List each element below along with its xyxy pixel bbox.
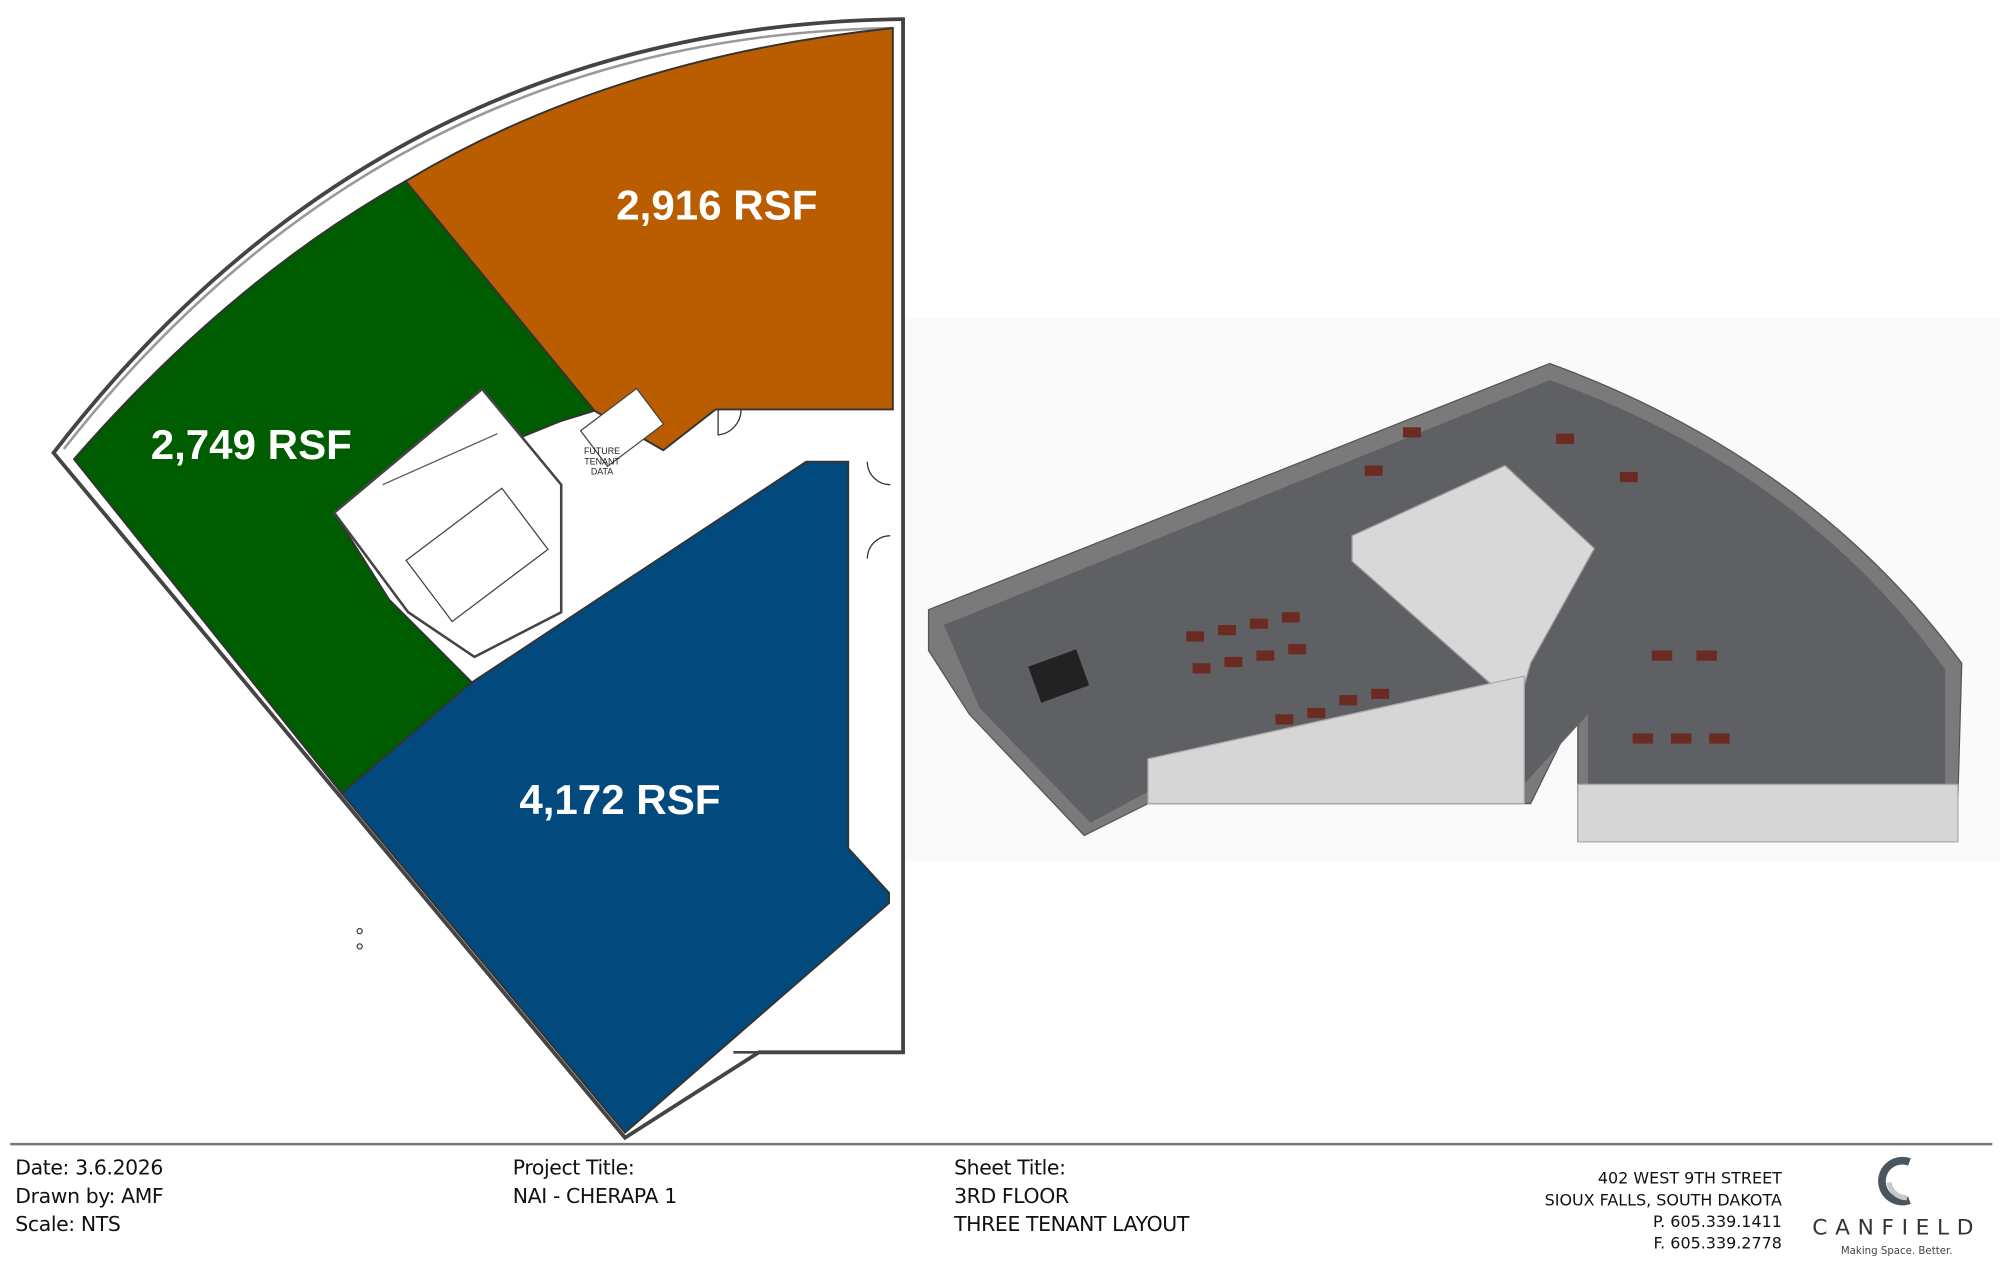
suite-green-label: 2,749 RSF (151, 421, 352, 468)
room-label-2: TENANT (584, 456, 620, 466)
canfield-logo: CANFIELD Making Space. Better. (1801, 1154, 1992, 1256)
address-line-2: SIOUX FALLS, SOUTH DAKOTA (1544, 1190, 1782, 1210)
suite-blue[interactable] (340, 460, 890, 1135)
phone: P. 605.339.1411 (1653, 1211, 1782, 1231)
fax: F. 605.339.2778 (1653, 1233, 1782, 1253)
sheet-title-1: 3RD FLOOR (954, 1183, 1069, 1208)
project-title: NAI - CHERAPA 1 (512, 1183, 677, 1208)
drawing-info: Date: 3.6.2026 Drawn by: AMF Scale: NTS (15, 1154, 163, 1238)
3d-floor-render (905, 318, 2000, 861)
sheet-title-2: THREE TENANT LAYOUT (954, 1211, 1189, 1236)
sheet-info: Sheet Title: 3RD FLOOR THREE TENANT LAYO… (954, 1154, 1189, 1238)
stair-elevator-core (332, 387, 563, 659)
logo-wordmark: CANFIELD (1812, 1215, 1982, 1242)
suite-blue-label: 4,172 RSF (519, 776, 720, 823)
company-address: 402 WEST 9TH STREET SIOUX FALLS, SOUTH D… (1545, 1167, 1782, 1254)
project-info: Project Title: NAI - CHERAPA 1 (513, 1154, 677, 1210)
room-label-1: FUTURE (584, 446, 620, 456)
door-icon (866, 461, 891, 486)
address-line-1: 402 WEST 9TH STREET (1597, 1168, 1782, 1188)
suite-orange-label: 2,916 RSF (616, 181, 817, 228)
scale: Scale: NTS (15, 1211, 121, 1236)
room-label-3: DATA (591, 466, 613, 476)
sheet-title-label: Sheet Title: (954, 1155, 1066, 1180)
future-tenant-data-room (579, 387, 665, 468)
project-title-label: Project Title: (512, 1155, 635, 1180)
logo-c-icon (1878, 1156, 1911, 1206)
suite-orange[interactable] (404, 26, 894, 452)
date: Date: 3.6.2026 (15, 1155, 163, 1180)
logo-tagline: Making Space. Better. (1840, 1244, 1953, 1257)
drawn-by: Drawn by: AMF (15, 1183, 164, 1208)
door-icon (717, 409, 742, 436)
door-icon (866, 535, 891, 559)
building-outline (51, 17, 905, 1141)
